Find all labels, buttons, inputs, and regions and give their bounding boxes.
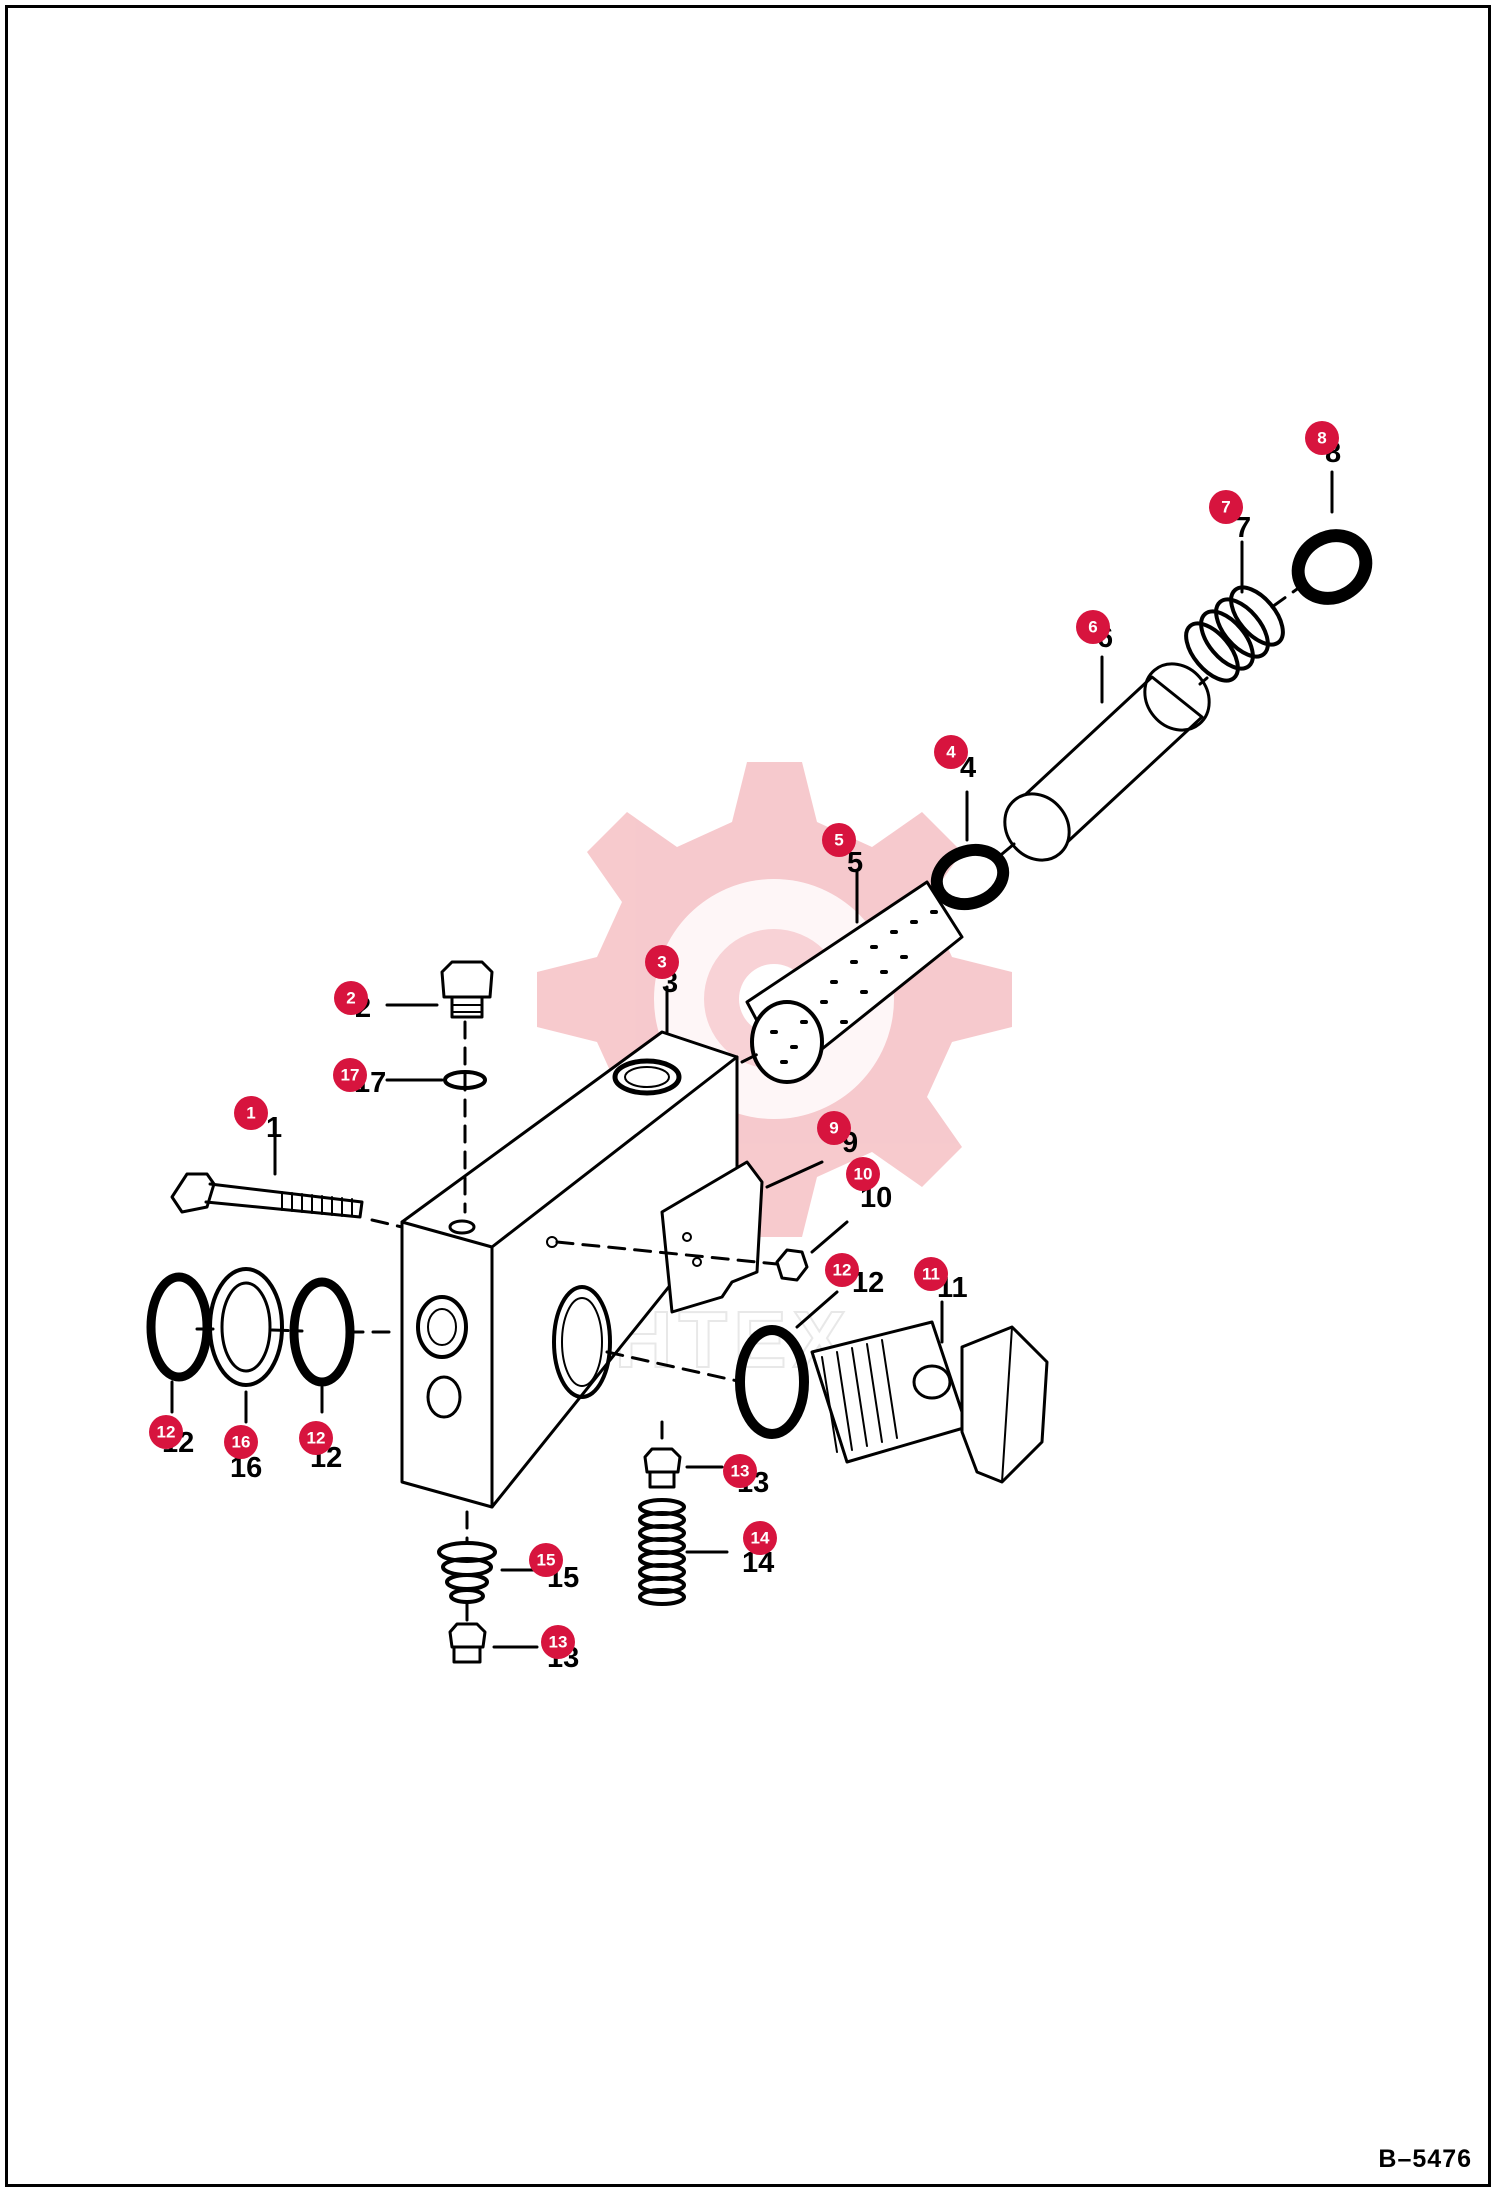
svg-text:4: 4 <box>946 743 956 762</box>
svg-text:6: 6 <box>1088 618 1097 637</box>
callout-badge-13-bottom[interactable]: 13 <box>541 1625 575 1659</box>
sleeve <box>1003 662 1211 862</box>
callout-badge-12-right[interactable]: 12 <box>825 1253 859 1287</box>
filter-screen <box>745 880 964 1084</box>
svg-text:11: 11 <box>922 1265 940 1284</box>
callout-badge-12-left[interactable]: 12 <box>149 1415 183 1449</box>
svg-text:13: 13 <box>549 1633 568 1652</box>
printed-number: 5 <box>847 847 863 879</box>
callout-badge-7[interactable]: 7 <box>1209 490 1243 524</box>
svg-text:7: 7 <box>1221 498 1230 517</box>
spring-7 <box>1184 585 1285 683</box>
callout-badge-14[interactable]: 14 <box>743 1521 777 1555</box>
spring-15 <box>437 1541 497 1604</box>
callout-badge-11[interactable]: 11 <box>914 1257 948 1291</box>
nut <box>775 1248 809 1282</box>
callout-badge-16[interactable]: 16 <box>224 1425 258 1459</box>
svg-text:14: 14 <box>751 1529 770 1548</box>
o-ring-4 <box>930 843 1010 911</box>
plug-13-middle <box>643 1447 682 1489</box>
sheet-border <box>5 5 1491 2187</box>
svg-text:12: 12 <box>833 1261 852 1280</box>
callout-badge-15[interactable]: 15 <box>529 1543 563 1577</box>
svg-text:13: 13 <box>731 1462 750 1481</box>
svg-text:5: 5 <box>834 831 843 850</box>
long-bolt <box>170 1172 364 1219</box>
svg-text:12: 12 <box>157 1423 176 1442</box>
callout-badge-17[interactable]: 17 <box>333 1058 367 1092</box>
sheet-code: B–5476 <box>1378 2145 1472 2173</box>
callout-badge-9[interactable]: 9 <box>817 1111 851 1145</box>
svg-text:2: 2 <box>346 989 355 1008</box>
svg-text:1: 1 <box>246 1104 255 1123</box>
svg-text:12: 12 <box>307 1429 326 1448</box>
callout-badge-6[interactable]: 6 <box>1076 610 1110 644</box>
plug-13-bottom <box>448 1622 487 1664</box>
assembly-axis-lines <box>195 580 1309 1624</box>
leader-lines <box>170 470 1334 1649</box>
svg-text:17: 17 <box>341 1066 360 1085</box>
svg-text:3: 3 <box>657 953 666 972</box>
seal-ring-8 <box>1291 529 1373 605</box>
callout-badge-5[interactable]: 5 <box>822 823 856 857</box>
callout-badge-3[interactable]: 3 <box>645 945 679 979</box>
svg-text:10: 10 <box>854 1165 873 1184</box>
printed-number: 7 <box>1235 512 1251 544</box>
plate <box>660 1160 764 1314</box>
callout-badge-8[interactable]: 8 <box>1305 421 1339 455</box>
callout-badge-12-middle[interactable]: 12 <box>299 1421 333 1455</box>
callout-badge-4[interactable]: 4 <box>934 735 968 769</box>
svg-text:16: 16 <box>232 1433 251 1452</box>
callout-badge-1[interactable]: 1 <box>234 1096 268 1130</box>
callout-badge-13-middle[interactable]: 13 <box>723 1454 757 1488</box>
callout-badge-2[interactable]: 2 <box>334 981 368 1015</box>
callout-badge-10[interactable]: 10 <box>846 1157 880 1191</box>
svg-text:9: 9 <box>829 1119 838 1138</box>
printed-number: 1 <box>266 1112 282 1144</box>
spring-14 <box>638 1498 686 1606</box>
washer-16 <box>208 1267 284 1387</box>
banjo-bolt <box>810 1320 1049 1484</box>
callout-badges: 1 2 3 4 5 6 7 8 9 10 11 12 <box>149 421 1339 1659</box>
svg-text:8: 8 <box>1317 429 1326 448</box>
svg-text:15: 15 <box>537 1551 556 1570</box>
o-ring-12-left <box>146 1272 212 1382</box>
plug-top <box>440 960 494 1019</box>
